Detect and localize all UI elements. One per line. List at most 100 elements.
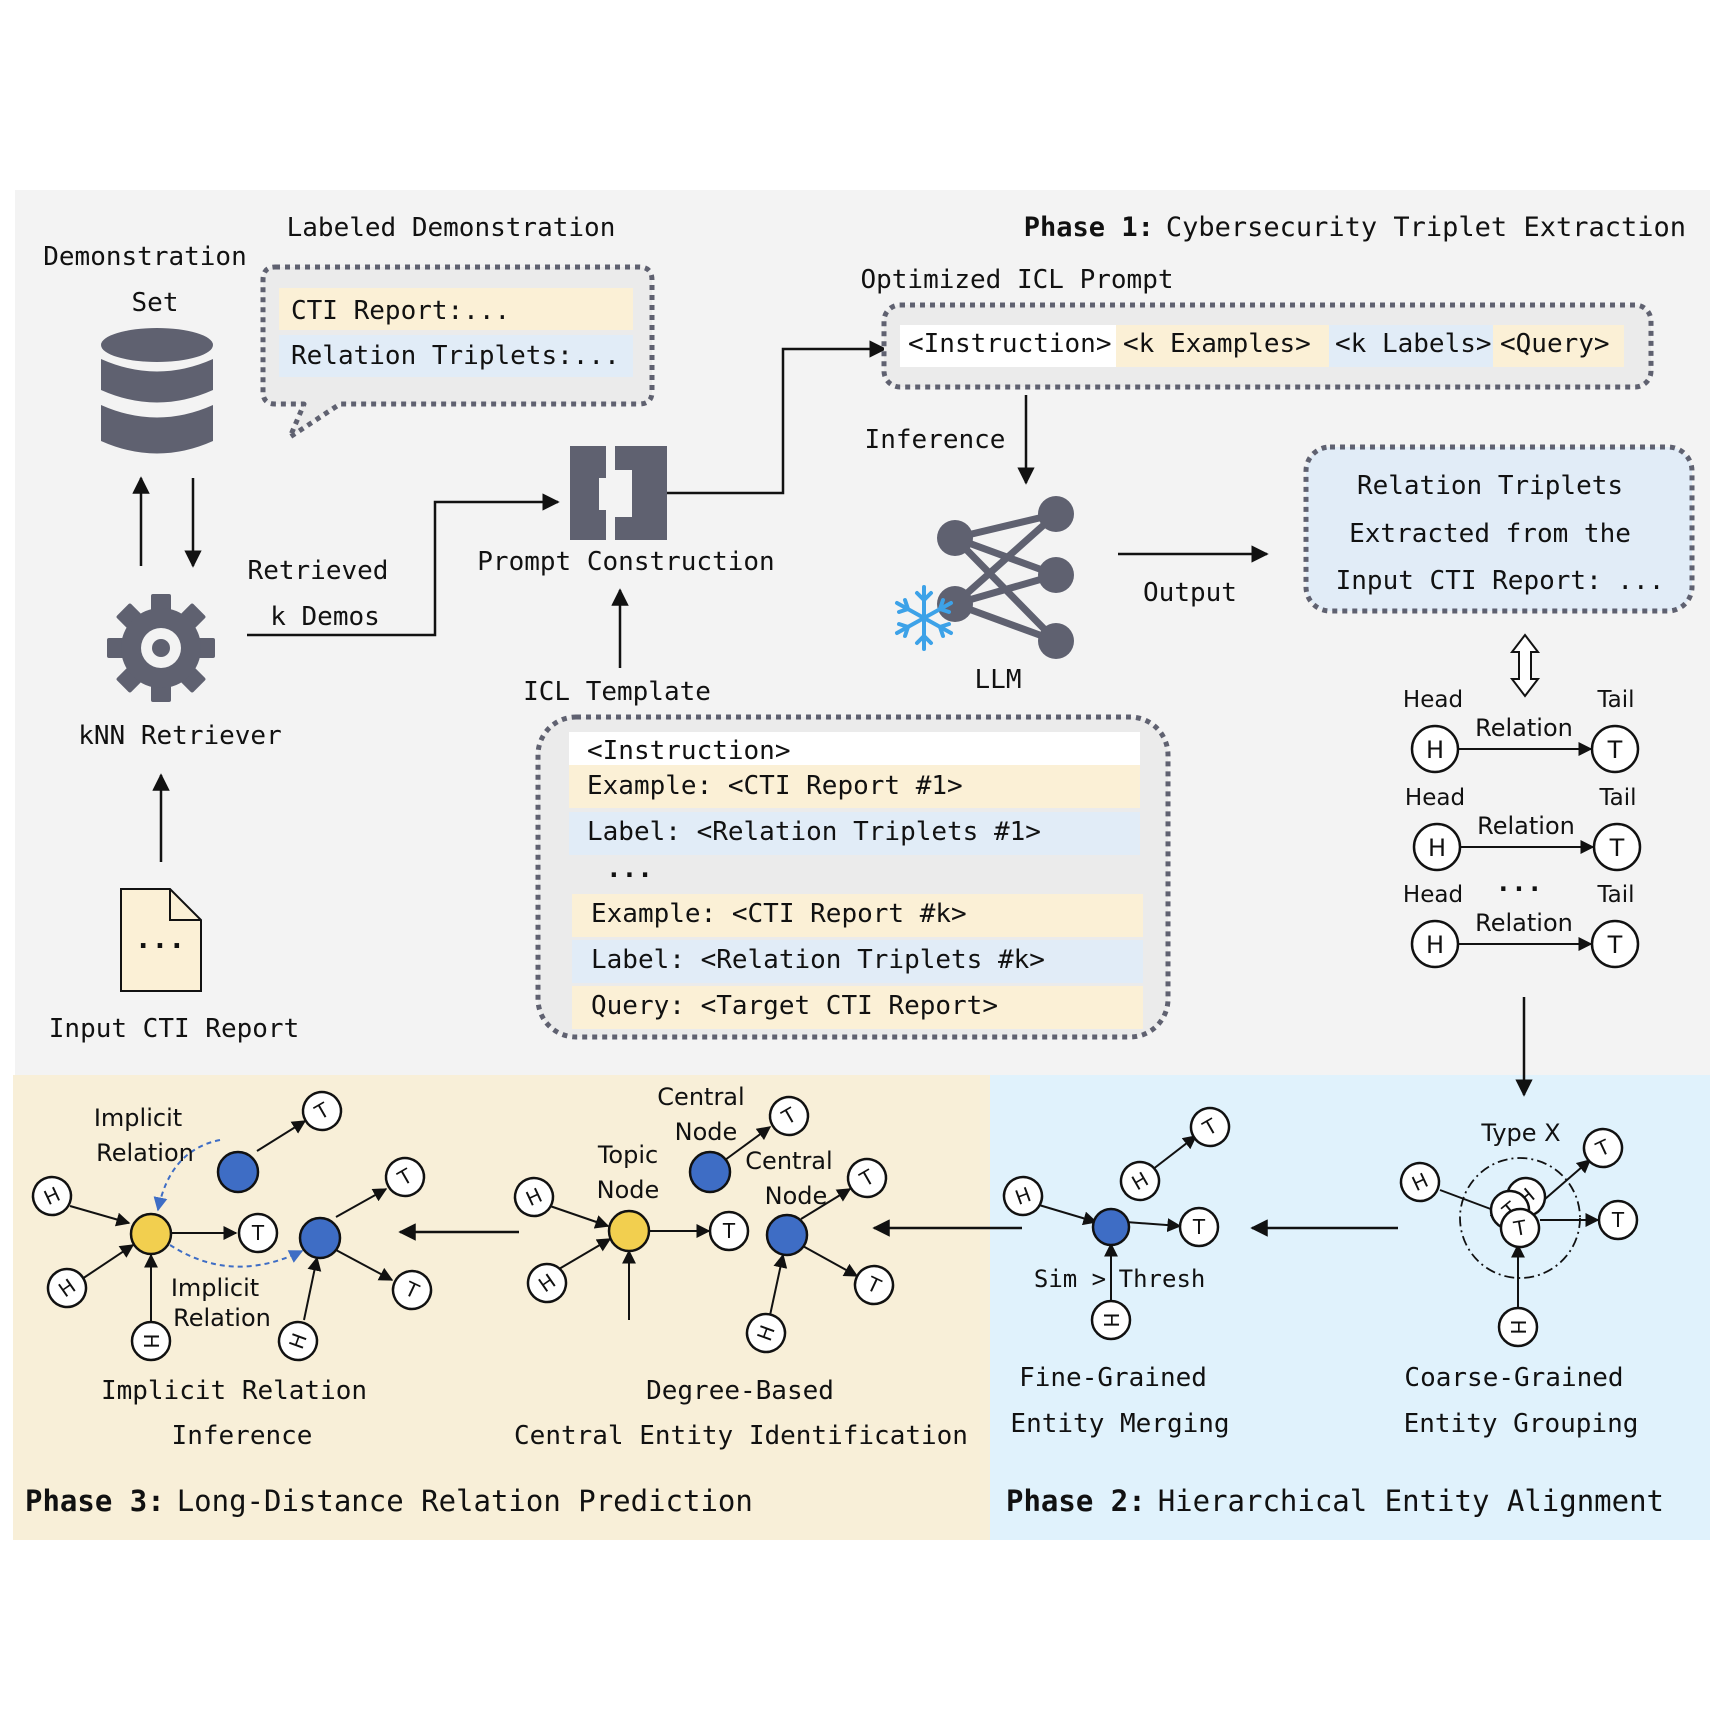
head-entity-node: H	[130, 1320, 172, 1362]
icl-row-dots: ...	[606, 854, 653, 884]
fine-grained-graph	[1038, 1135, 1198, 1304]
icl-row-instruction-bg	[569, 732, 1140, 765]
icl-row-query: Query: <Target CTI Report>	[591, 991, 998, 1021]
tail-entity-node: T	[301, 1090, 343, 1132]
triplet-dots: ...	[1496, 868, 1543, 898]
demo-set-label-line2: Set	[132, 288, 179, 318]
relation-label: Relation	[1477, 812, 1575, 840]
labeled-demo-title: Labeled Demonstration	[287, 213, 616, 243]
retrieved-label-line2: k Demos	[270, 602, 380, 632]
tail-entity-node: T	[1499, 1207, 1541, 1249]
labeled-demo-row2: Relation Triplets:...	[291, 341, 620, 371]
triplet-2: Head Tail Relation H T	[1405, 785, 1642, 872]
head-entity-node: H	[1399, 1161, 1441, 1203]
central-node-1-label1: Central	[657, 1083, 744, 1111]
extracted-line1: Relation Triplets	[1357, 471, 1623, 501]
implicit-label-2a: Implicit	[171, 1274, 259, 1302]
prompt-construction-icon	[570, 446, 667, 540]
implicit-label-1b: Relation	[96, 1139, 194, 1167]
labeled-demo-row2-bg	[279, 335, 633, 377]
head-entity-node: H	[1119, 1160, 1161, 1202]
central-node-right	[298, 1216, 342, 1260]
implicit-label-1a: Implicit	[94, 1104, 182, 1132]
tail-letter: T	[1511, 1215, 1529, 1241]
central-node-upper	[216, 1150, 260, 1194]
head-label: Head	[1405, 785, 1465, 811]
head-label: Head	[1403, 882, 1463, 908]
phase2-title: Phase 2:Hierarchical Entity Alignment	[1006, 1484, 1664, 1518]
tail-entity-node: T	[237, 1212, 279, 1254]
central-label-line1: Degree-Based	[646, 1376, 834, 1406]
extracted-box	[1303, 444, 1695, 614]
snowflake-icon	[895, 585, 953, 651]
tail-entity-node: T	[391, 1269, 433, 1311]
document-glyph: ...	[135, 922, 186, 955]
document-icon	[120, 888, 202, 992]
tail-letter: T	[1192, 1215, 1206, 1239]
head-node-letter: H	[1426, 736, 1444, 764]
implicit-label-line1: Implicit Relation	[101, 1376, 367, 1406]
double-arrow-icon	[1509, 633, 1541, 698]
tail-node-letter: T	[1607, 736, 1623, 764]
sim-label: Sim >	[1034, 1265, 1106, 1293]
input-report-label: Input CTI Report	[49, 1014, 299, 1044]
tail-node-letter: T	[1607, 931, 1623, 959]
tail-entity-node: T	[1189, 1106, 1231, 1148]
fine-label-line2: Entity Merging	[1010, 1409, 1229, 1439]
phase3-background	[13, 1075, 990, 1540]
knn-retriever-label: kNN Retriever	[78, 721, 282, 751]
topic-node	[607, 1209, 651, 1253]
head-entity-node: H	[745, 1312, 787, 1354]
head-entity-node: H	[1090, 1299, 1132, 1341]
thresh-label: Thresh	[1119, 1265, 1206, 1293]
icl-row-example1-bg	[569, 765, 1140, 808]
coarse-label-line1: Coarse-Grained	[1404, 1363, 1623, 1393]
head-entity-node: H	[277, 1320, 319, 1362]
tail-label: Tail	[1598, 785, 1636, 811]
central-label-line2: Central Entity Identification	[514, 1421, 968, 1451]
type-x-label: Type X	[1480, 1119, 1560, 1147]
arrow-retriever-to-prompt	[247, 493, 560, 637]
tail-entity-node: T	[846, 1157, 888, 1199]
triplet-1: Head Tail Relation H T	[1403, 687, 1640, 774]
tail-entity-node: T	[853, 1264, 895, 1306]
central-node-2	[765, 1213, 809, 1257]
prompt-construction-label: Prompt Construction	[477, 547, 774, 577]
topic-node-label2: Node	[597, 1176, 660, 1204]
head-entity-node: H	[31, 1175, 73, 1217]
tail-entity-node: T	[768, 1095, 810, 1137]
icl-row-labelk: Label: <Relation Triplets #k>	[591, 945, 1045, 975]
coarse-grained-graph	[1439, 1157, 1600, 1309]
central-node-2-label2: Node	[765, 1182, 828, 1210]
retrieved-label-line1: Retrieved	[248, 556, 389, 586]
icl-row-labelk-bg	[572, 940, 1143, 983]
database-icon	[101, 328, 213, 454]
implicit-link-1	[153, 1139, 221, 1212]
head-node-letter: H	[1428, 834, 1446, 862]
icl-row-examplek: Example: <CTI Report #k>	[591, 899, 967, 929]
tail-node	[1590, 724, 1640, 774]
tail-label: Tail	[1596, 882, 1634, 908]
central-node-1-label2: Node	[675, 1118, 738, 1146]
fine-label-line1: Fine-Grained	[1019, 1363, 1207, 1393]
head-entity-node: H	[513, 1176, 555, 1218]
type-group-circle	[1459, 1157, 1581, 1279]
head-entity-node: H	[526, 1262, 568, 1304]
central-identification-graph	[549, 1126, 859, 1321]
head-letter: H	[1099, 1312, 1123, 1327]
topic-node	[129, 1212, 173, 1256]
prompt-part-examples: <k Examples>	[1123, 329, 1311, 359]
tail-letter: T	[251, 1221, 265, 1245]
demo-set-label-line1: Demonstration	[43, 242, 247, 272]
head-letter: H	[1506, 1319, 1530, 1334]
tail-letter: T	[722, 1219, 736, 1243]
phase1-title: Phase 1:Cybersecurity Triplet Extraction	[1024, 212, 1686, 243]
head-node	[1410, 724, 1460, 774]
phase3-title: Phase 3:Long-Distance Relation Predictio…	[25, 1484, 753, 1518]
triplet-3: Head Tail Relation H T	[1403, 882, 1640, 969]
tail-node	[1592, 822, 1642, 872]
prompt-part-instruction-bg	[900, 325, 1116, 367]
icl-row-query-bg	[572, 986, 1143, 1029]
